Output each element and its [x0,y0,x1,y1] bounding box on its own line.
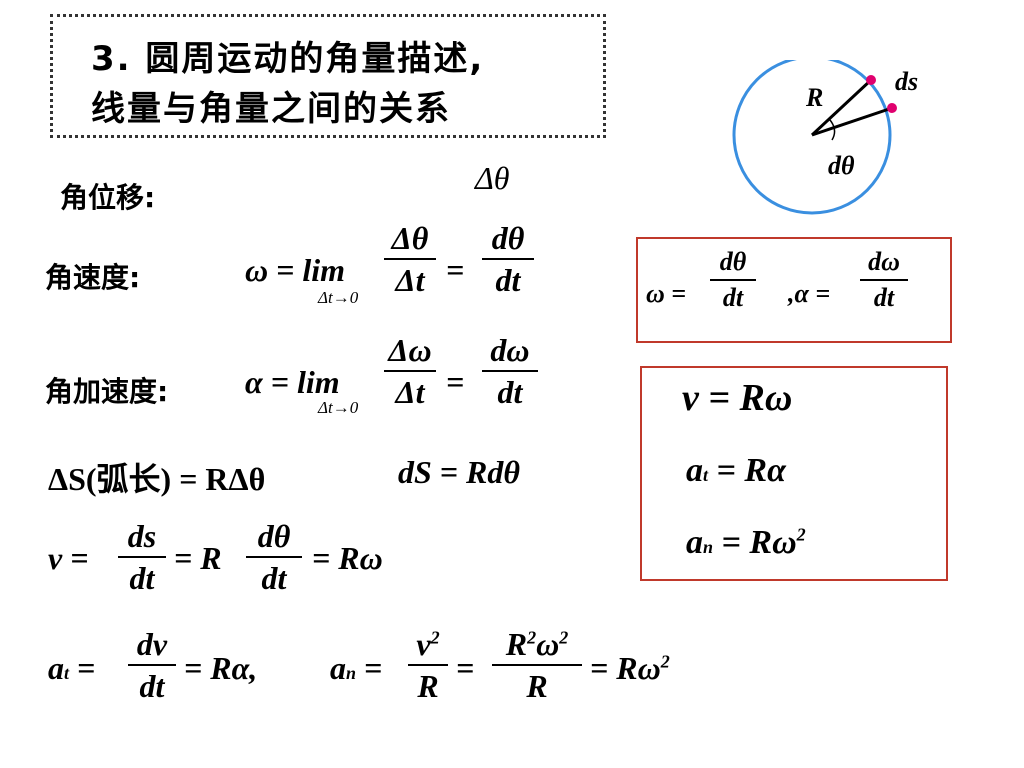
box1-dt-2: dt [873,283,895,312]
radius-line-1 [810,78,873,137]
box1-omega-eq: ω = [646,279,687,308]
angular-acceleration-label: 角加速度: [45,375,169,408]
title-line-2: 线量与角量之间的关系 [91,89,451,129]
point-2 [887,103,897,113]
angle-arc [829,119,836,141]
title-line-1: 3. 圆周运动的角量描述, [91,39,485,79]
box1-frac-dtheta-dt: dθ dt [710,249,756,311]
box1-dt-1: dt [722,283,744,312]
box2-v-eq: v = Rω [682,377,793,419]
equals-R: = R [174,540,222,576]
equals-1: = [446,252,465,288]
label-dtheta: dθ [828,151,855,180]
ds-eq: dS = Rdθ [398,454,520,490]
box1-dtheta: dθ [719,247,747,276]
summary-box-2: v = Rω at = Rα an = Rω2 [640,366,948,581]
arc-length-lhs: ΔS(弧长) = RΔθ [48,454,265,500]
box1-domega: dω [868,247,900,276]
box1-comma-alpha: ,α = [788,279,831,308]
equals-Romega2: = Rω2 [590,650,670,686]
radius-line-2 [811,106,893,137]
point-1 [866,75,876,85]
box1-frac-domega-dt: dω dt [860,249,908,311]
arc-lhs: ΔS(弧长) [48,461,172,497]
label-ds: ds [895,67,918,96]
arc-eq: = RΔθ [179,461,266,497]
box2-an-rhs: = Rω [721,524,797,561]
title-box: 3. 圆周运动的角量描述, 线量与角量之间的关系 [50,14,606,138]
at-formula: at = [48,650,96,686]
box2-an: an = Rω2 [686,524,806,561]
box2-at: at = Rα [686,452,786,489]
circle-diagram: R ds dθ [732,60,918,215]
equals-Romega: = Rω [312,540,383,576]
equals-2: = [446,364,465,400]
v-eq: v = [48,540,89,576]
angular-displacement-label: 角位移: [60,181,156,214]
lim-sub-2: Δt→0 [318,398,359,417]
alpha-eq: α = lim [245,364,340,400]
delta-theta-symbol: Δθ [475,160,510,196]
at-equals-Ralpha: = Rα, [184,650,258,686]
equals-3: = [456,650,475,686]
lim-sub-1: Δt→0 [318,288,359,307]
label-R: R [805,83,823,112]
circle [732,60,892,215]
box2-at-rhs: = Rα [716,452,786,489]
angular-velocity-label: 角速度: [45,261,141,294]
summary-box-1: ω = dθ dt ,α = dω dt [636,237,952,343]
omega-eq: ω = lim [245,252,346,288]
an-formula: an = [330,650,383,686]
